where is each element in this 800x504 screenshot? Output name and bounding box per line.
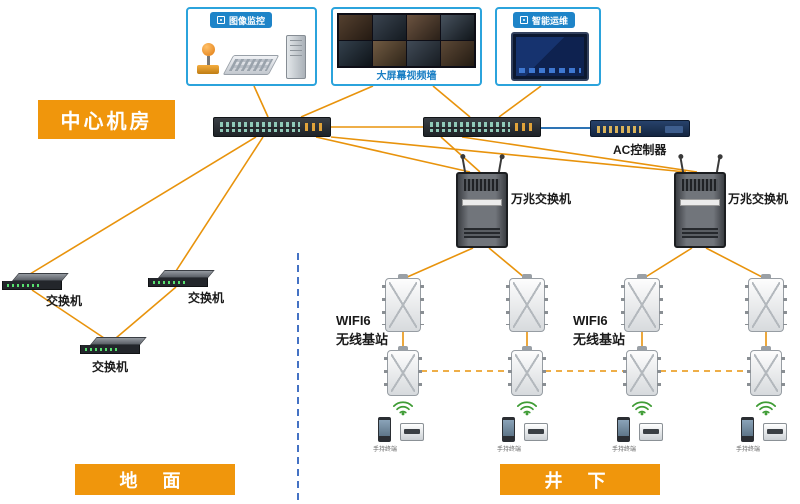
wifi6-label-right: WIFI6 无线基站	[573, 313, 626, 347]
ops-monitor-icon	[511, 32, 589, 81]
field-device-icon-1	[400, 423, 424, 441]
server-tower-icon	[286, 35, 306, 79]
terminal-label-3: 手持终端	[611, 447, 636, 453]
wifi-signal-icon-3	[631, 401, 653, 416]
wifi6-ap-top-2	[506, 274, 548, 332]
terminal-label-4: 手持终端	[735, 447, 760, 453]
field-device-icon-4	[763, 423, 787, 441]
ops-header: 智能运维	[513, 12, 576, 28]
wifi6-ap-top-3	[621, 274, 663, 332]
10g-switch-label-1: 万兆交换机	[511, 192, 572, 206]
monitor-icon	[520, 16, 528, 24]
10g-switch-label-2: 万兆交换机	[728, 192, 789, 206]
switch-label-1: 交换机	[46, 294, 83, 308]
videowall-caption: 大屏幕视频墙	[376, 71, 437, 82]
switch-device-2	[148, 270, 215, 288]
wifi-signal-icon-4	[755, 401, 777, 416]
wifi6-ap-bottom-4	[747, 346, 785, 396]
terminal-label-1: 手持终端	[372, 447, 397, 453]
ac-controller-label: AC控制器	[613, 143, 667, 157]
switch-label-3: 交换机	[92, 360, 129, 374]
wifi6-ap-bottom-1	[384, 346, 422, 396]
switch-device-1	[2, 273, 69, 291]
wifi6-ap-top-4	[745, 274, 787, 332]
ground-zone-tag: 地 面	[75, 464, 235, 495]
wifi-signal-icon-2	[516, 401, 538, 416]
wifi6-label-left: WIFI6 无线基站	[336, 313, 389, 347]
surveillance-header: 图像监控	[210, 12, 273, 28]
ac-controller-device	[590, 120, 690, 137]
handheld-terminal-icon-2	[502, 417, 515, 442]
core-switch-1	[213, 117, 331, 137]
field-device-icon-2	[524, 423, 548, 441]
surveillance-title: 图像监控	[229, 15, 266, 26]
ops-title: 智能运维	[532, 15, 569, 26]
surveillance-box: 图像监控	[186, 7, 317, 86]
videowall-screens	[337, 13, 476, 68]
terminal-label-2: 手持终端	[496, 447, 521, 453]
10g-switch-device-1	[456, 157, 508, 248]
camera-icon	[217, 16, 225, 24]
control-keyboard-icon	[222, 55, 280, 75]
videowall-box: 大屏幕视频墙	[331, 7, 482, 86]
center-room-tag: 中心机房	[38, 100, 175, 139]
handheld-terminal-icon-3	[617, 417, 630, 442]
wifi6-ap-bottom-2	[508, 346, 546, 396]
switch-label-2: 交换机	[188, 291, 225, 305]
wifi6-ap-bottom-3	[623, 346, 661, 396]
field-device-icon-3	[639, 423, 663, 441]
10g-switch-device-2	[674, 157, 726, 248]
core-switch-2	[423, 117, 541, 137]
wifi6-ap-top-1	[382, 274, 424, 332]
wifi-signal-icon-1	[392, 401, 414, 416]
underground-zone-tag: 井 下	[500, 464, 660, 495]
joystick-icon	[196, 43, 220, 74]
handheld-terminal-icon-4	[741, 417, 754, 442]
switch-device-3	[80, 337, 147, 355]
ops-box: 智能运维	[495, 7, 601, 86]
handheld-terminal-icon-1	[378, 417, 391, 442]
